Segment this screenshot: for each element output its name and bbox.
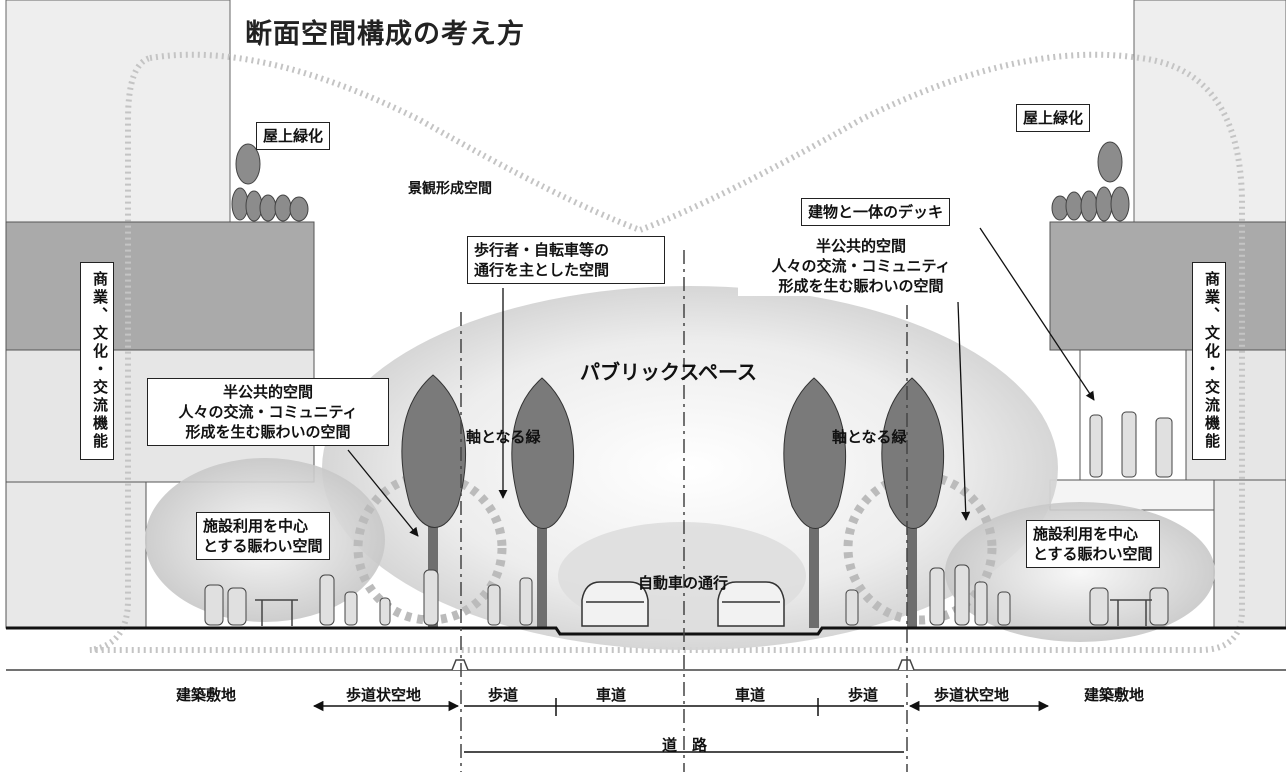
base-notch-left xyxy=(451,659,469,671)
car-traffic-label: 自動車の通行 xyxy=(638,574,729,592)
building-right-band-dark xyxy=(1049,221,1286,351)
rooftop-shrubs-left xyxy=(231,143,309,222)
public-space-label: パブリックスペース xyxy=(580,360,757,384)
pedestrian-line-2: 通行を主とした空間 xyxy=(474,261,610,279)
axis-green-left-label: 軸となる緑 xyxy=(466,428,541,446)
car-left xyxy=(581,581,649,627)
semi-public-right-line-1: 半公共的空間 xyxy=(815,237,906,255)
axis-roadway-left: 車道 xyxy=(596,686,627,704)
building-left-ground xyxy=(5,481,147,629)
semi-public-left-line-3: 形成を生む賑わいの空間 xyxy=(185,423,351,441)
function-label-right: 商業、文化・交流機能 xyxy=(1192,262,1226,460)
facility-right-box: 施設利用を中心 とする賑わい空間 xyxy=(1026,520,1160,568)
facility-right-line-2: とする賑わい空間 xyxy=(1033,545,1153,563)
leader-semi-public-left xyxy=(347,449,419,537)
building-right-ground xyxy=(1213,479,1286,629)
diagram-title: 断面空間構成の考え方 xyxy=(245,19,525,50)
tree-2 xyxy=(511,377,574,628)
axis-green-right-label: 軸となる緑 xyxy=(832,428,907,446)
facility-right-line-1: 施設利用を中心 xyxy=(1033,525,1139,543)
building-left-upper xyxy=(5,0,231,223)
tree-3 xyxy=(783,377,846,628)
car-right xyxy=(717,581,785,627)
pedestrian-space-box: 歩行者・自転車等の 通行を主とした空間 xyxy=(467,236,665,284)
function-label-left: 商業、文化・交流機能 xyxy=(80,262,114,460)
building-right-upper xyxy=(1133,0,1286,223)
leader-semi-public-right xyxy=(957,301,971,521)
semi-public-left-line-1: 半公共的空間 xyxy=(222,383,313,401)
tree-4 xyxy=(881,377,944,628)
ground-line xyxy=(6,626,1286,636)
facility-left-line-1: 施設利用を中心 xyxy=(203,517,309,535)
axis-sidewalk-space-right: 歩道状空地 xyxy=(934,686,1010,704)
tree-1 xyxy=(401,374,466,628)
semi-public-left-box: 半公共的空間 人々の交流・コミュニティ 形成を生む賑わいの空間 xyxy=(147,378,389,446)
rooftop-label-left: 屋上緑化 xyxy=(256,122,331,150)
facility-left-box: 施設利用を中心 とする賑わい空間 xyxy=(196,512,330,560)
deck-box: 建物と一体のデッキ xyxy=(801,198,951,226)
semi-public-right-line-3: 形成を生む賑わいの空間 xyxy=(778,277,944,295)
landscape-label: 景観形成空間 xyxy=(408,181,492,197)
axis-road: 道 路 xyxy=(662,736,708,754)
landscape-outline xyxy=(89,51,1245,653)
axis-building-left: 建築敷地 xyxy=(176,686,237,704)
axis-sidewalk-right: 歩道 xyxy=(848,686,879,704)
rooftop-shrubs-right xyxy=(1051,141,1130,222)
pedestrian-line-1: 歩行者・自転車等の xyxy=(474,241,610,259)
trees xyxy=(401,374,944,628)
base-notch-right xyxy=(897,659,915,671)
people xyxy=(204,411,1173,626)
semi-public-right-line-2: 人々の交流・コミュニティ xyxy=(771,257,951,275)
semi-public-left-line-2: 人々の交流・コミュニティ xyxy=(178,403,358,421)
public-space-ellipse xyxy=(322,286,1058,650)
semi-public-right-label: 半公共的空間 人々の交流・コミュニティ 形成を生む賑わいの空間 xyxy=(738,236,984,296)
rooftop-label-right: 屋上緑化 xyxy=(1016,104,1091,132)
building-left-band-dark xyxy=(5,221,315,351)
axis-roadway-right: 車道 xyxy=(735,686,766,704)
axis-sidewalk-left: 歩道 xyxy=(488,686,519,704)
tables xyxy=(255,599,1152,626)
axis-building-right: 建築敷地 xyxy=(1084,686,1145,704)
facility-left-line-2: とする賑わい空間 xyxy=(203,537,323,555)
axis-sidewalk-space-left: 歩道状空地 xyxy=(346,686,422,704)
leader-deck xyxy=(979,227,1095,401)
